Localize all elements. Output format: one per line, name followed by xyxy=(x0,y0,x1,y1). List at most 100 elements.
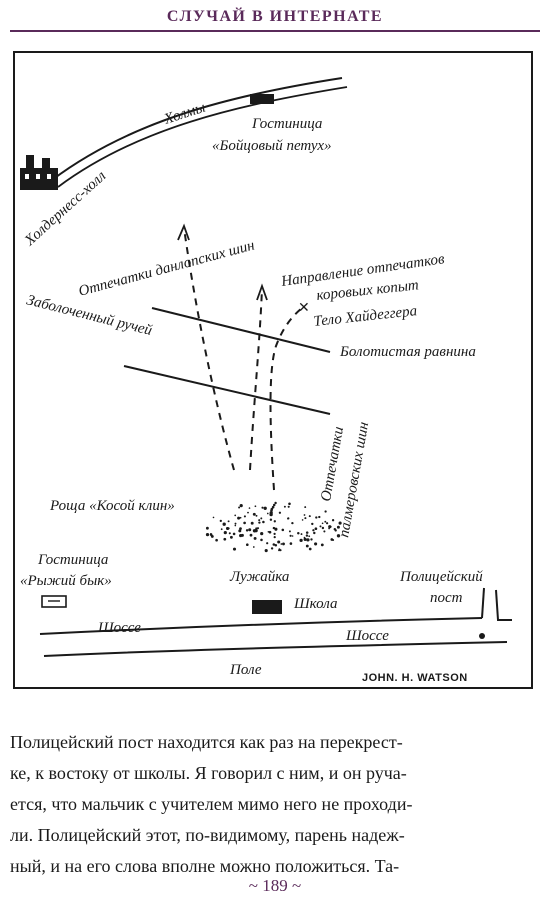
grove-dot xyxy=(261,506,264,509)
label-school: Школа xyxy=(293,596,337,612)
body-line-4: ли. Полицейский этот, по-видимому, парен… xyxy=(10,825,405,845)
grove-dot xyxy=(291,535,294,537)
body-cross-icon: ✕ xyxy=(298,300,310,316)
header-rule xyxy=(10,30,540,32)
grove-dot xyxy=(288,530,291,533)
grove-dot xyxy=(289,542,293,545)
body-line-3: ется, что мальчик с учителем мимо него н… xyxy=(10,794,413,814)
grove-dot xyxy=(260,532,264,536)
grove-dot xyxy=(336,525,340,529)
grove-dot xyxy=(277,540,281,544)
grove-dot xyxy=(205,533,210,537)
grove-dot xyxy=(336,534,341,538)
grove-dot xyxy=(249,533,253,537)
grove-dot xyxy=(303,514,306,516)
grove-dot xyxy=(287,505,290,508)
grove-dot xyxy=(311,522,314,526)
grove-dot xyxy=(297,532,300,535)
grove-dot xyxy=(245,543,249,547)
grove-dot xyxy=(212,516,215,519)
grove-dot xyxy=(279,549,282,552)
grove-dot xyxy=(313,531,316,535)
grove-dot xyxy=(272,526,276,530)
grove-dot xyxy=(305,544,309,548)
label-inn-red-bull-2: «Рыжий бык» xyxy=(20,573,112,589)
cow-arrow-icon xyxy=(256,283,268,301)
grove-dot xyxy=(305,534,309,537)
hills-line-lower xyxy=(57,86,348,188)
grove-dot xyxy=(291,521,294,525)
header-title: СЛУЧАЙ В ИНТЕРНАТЕ xyxy=(166,8,384,25)
grove-dot xyxy=(226,527,229,530)
grove-dot xyxy=(267,530,270,533)
grove-dot xyxy=(287,517,290,520)
map-illustration: ✕ Холмы Гостиница «Бойцовый петух» Холде… xyxy=(12,50,540,695)
label-inn-red-bull-1: Гостиница xyxy=(37,552,108,568)
body-paragraph: Полицейский пост находится как раз на пе… xyxy=(10,727,540,882)
grove-dot xyxy=(319,525,322,528)
grove-dot xyxy=(320,543,324,547)
grove-dot xyxy=(282,542,285,546)
label-police-post-2: пост xyxy=(430,590,463,606)
grove-dot xyxy=(220,528,223,531)
label-road-left: Шоссе xyxy=(97,620,141,636)
grove-dot xyxy=(269,511,273,515)
grove-dot xyxy=(258,519,261,522)
grove-dot xyxy=(278,549,280,552)
grove-dot xyxy=(260,517,263,520)
grove-dot xyxy=(329,525,332,528)
grove-dot xyxy=(263,506,267,510)
grove-dot xyxy=(252,512,256,516)
grove-dot xyxy=(205,526,209,530)
grove-dot xyxy=(271,505,275,509)
grove-dot xyxy=(314,527,318,531)
page-number: ~ 189 ~ xyxy=(248,876,302,895)
grove-dot xyxy=(272,543,276,546)
grove-dot xyxy=(254,528,258,533)
grove-dot xyxy=(215,538,218,542)
school-icon xyxy=(252,600,282,614)
grove-dot xyxy=(239,516,242,519)
map-svg: ✕ Холмы Гостиница «Бойцовый петух» Холде… xyxy=(13,51,533,689)
grove-dot xyxy=(308,515,311,518)
holdernesse-hall-icon xyxy=(20,155,58,190)
label-marshy-plain: Болотистая равнина xyxy=(339,344,476,360)
grove-dot xyxy=(243,515,246,518)
grove-dot xyxy=(315,516,318,519)
grove-dot xyxy=(262,520,265,524)
grove-dot xyxy=(248,507,251,509)
grove-dot xyxy=(228,532,231,535)
grove-dot xyxy=(272,503,276,507)
grove-dot xyxy=(289,534,292,537)
grove-dot xyxy=(273,532,276,536)
grove-dot xyxy=(288,502,291,506)
grove-dot xyxy=(303,537,307,541)
grove-dot xyxy=(299,538,303,543)
grove-dot xyxy=(278,511,282,514)
grove-dot xyxy=(256,527,260,530)
label-lawn: Лужайка xyxy=(229,569,289,585)
grove-dot xyxy=(238,506,241,509)
grove-dot xyxy=(318,515,321,519)
label-dunlop-tracks: Отпечатки данлопских шин xyxy=(77,237,256,299)
grove-dot xyxy=(260,538,263,542)
grove-dot xyxy=(281,528,285,532)
grove-dot xyxy=(234,524,237,527)
grove-dot xyxy=(245,529,249,532)
grove-dot xyxy=(312,529,315,532)
label-boggy-stream: Заболоченный ручей xyxy=(25,292,154,339)
body-line-1: Полицейский пост находится как раз на пе… xyxy=(10,732,403,752)
body-line-5: ный, и на его слова вполне можно положит… xyxy=(10,856,400,876)
grove-dot xyxy=(314,542,318,546)
grove-dot xyxy=(210,533,212,535)
grove-dot xyxy=(308,547,312,551)
label-police-post-1: Полицейский xyxy=(399,569,483,585)
grove-dot xyxy=(254,505,257,508)
grove-dot xyxy=(268,530,272,534)
grove-dot xyxy=(266,542,269,545)
label-palmer-tracks-1: Отпечатки xyxy=(318,425,347,502)
grove-dot xyxy=(270,547,274,550)
grove-dot xyxy=(301,519,304,521)
label-inn-fighting-cock-2: «Бойцовый петух» xyxy=(212,138,332,154)
grove-dot xyxy=(326,522,329,525)
